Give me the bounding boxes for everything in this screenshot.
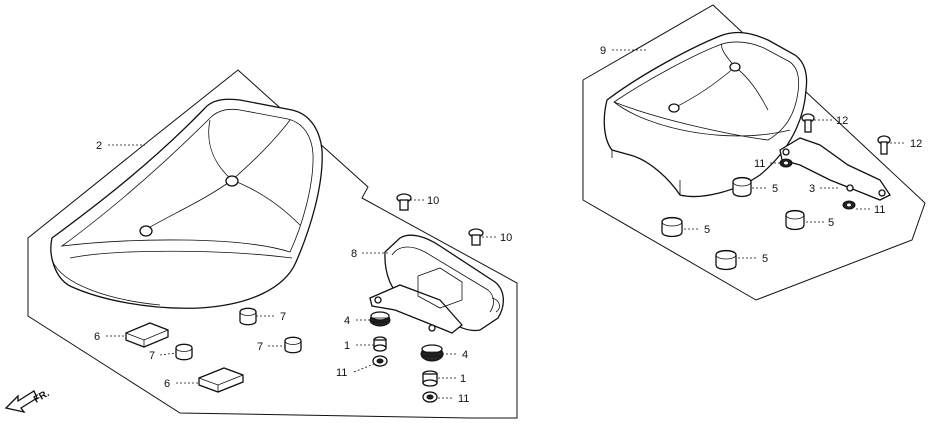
nut-11-a — [779, 158, 793, 168]
nut-11-b — [842, 200, 856, 210]
callout-3: 3 — [809, 183, 815, 195]
bolt-10-a — [396, 193, 412, 211]
bolt-12-a — [801, 113, 815, 133]
plate-bracket-part-3 — [779, 137, 891, 201]
nut-11-c — [372, 355, 388, 367]
callout-4-a: 4 — [344, 315, 350, 327]
damper-4-b — [420, 344, 444, 362]
callout-5-d: 5 — [762, 253, 768, 265]
callout-7-b: 7 — [149, 350, 155, 362]
rider-seat-part-2 — [50, 98, 323, 309]
callout-2: 2 — [96, 140, 102, 152]
leader-lines — [106, 49, 906, 399]
cushion-5-b — [785, 209, 805, 231]
rider-seat-group-outline — [27, 69, 518, 419]
callout-8: 8 — [351, 248, 357, 260]
callout-11-b: 11 — [874, 204, 885, 216]
seat-bracket-part-8 — [369, 234, 504, 334]
callout-9: 9 — [600, 45, 606, 57]
callout-11-c: 11 — [336, 367, 347, 379]
arrow-icon — [4, 390, 38, 414]
front-direction-label: FR. — [32, 388, 52, 406]
callout-7-c: 7 — [257, 341, 263, 353]
cushion-5-c — [661, 216, 683, 238]
callout-1-b: 1 — [460, 373, 466, 385]
callout-12-b: 12 — [910, 138, 922, 150]
bolt-12-b — [877, 135, 891, 155]
callout-10-a: 10 — [427, 195, 439, 207]
clip-6-b — [198, 367, 244, 393]
damper-4-a — [369, 311, 391, 327]
callout-6-b: 6 — [164, 378, 170, 390]
bolt-10-b — [468, 228, 484, 246]
callout-5-a: 5 — [772, 183, 778, 195]
pillion-seat-part-9 — [603, 31, 808, 198]
front-direction-arrow: FR. — [4, 388, 52, 414]
callout-5-c: 5 — [704, 224, 710, 236]
collar-1-a — [373, 336, 387, 352]
nut-11-d — [422, 391, 438, 403]
callout-10-b: 10 — [500, 232, 512, 244]
cushion-7-c — [284, 336, 302, 354]
cushion-5-a — [732, 176, 752, 198]
pillion-seat-group-outline — [582, 4, 926, 301]
callout-4-b: 4 — [462, 349, 468, 361]
callout-7-a: 7 — [280, 311, 286, 323]
callout-11-a: 11 — [754, 158, 765, 170]
cushion-7-a — [239, 307, 257, 326]
callout-11-d: 11 — [458, 393, 469, 405]
callout-12-a: 12 — [836, 115, 848, 127]
clip-6-a — [125, 322, 169, 348]
callout-1-a: 1 — [344, 340, 350, 352]
collar-1-b — [422, 370, 438, 387]
callout-5-b: 5 — [828, 217, 834, 229]
cushion-7-b — [175, 343, 193, 361]
cushion-5-d — [715, 249, 737, 271]
callout-6-a: 6 — [94, 331, 100, 343]
